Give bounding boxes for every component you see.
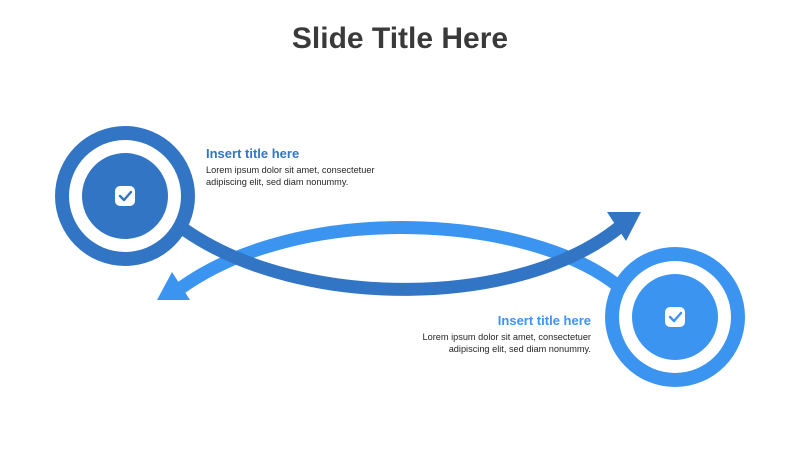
left-arrowhead <box>157 272 190 300</box>
checkbox-icon <box>115 186 135 206</box>
step-1-body-line2: adipiscing elit, sed diam nonummy. <box>206 177 349 187</box>
step-1-body: Lorem ipsum dolor sit amet, consectetuer… <box>206 164 436 188</box>
right-node <box>605 247 745 387</box>
step-2-body-line1: Lorem ipsum dolor sit amet, consectetuer <box>422 332 591 342</box>
slide-title: Slide Title Here <box>291 22 509 55</box>
step-2-title: Insert title here <box>497 313 591 328</box>
step-2-body-line2: adipiscing elit, sed diam nonummy. <box>448 344 591 354</box>
step-1-text: Insert title here Lorem ipsum dolor sit … <box>206 146 436 188</box>
checkbox-icon <box>665 307 685 327</box>
step-2-text: Insert title here Lorem ipsum dolor sit … <box>362 313 591 355</box>
step-2-body: Lorem ipsum dolor sit amet, consectetuer… <box>362 331 591 355</box>
step-1-body-line1: Lorem ipsum dolor sit amet, consectetuer <box>206 165 375 175</box>
dark-blue-arc-arrow <box>181 220 627 296</box>
left-node <box>55 126 195 266</box>
right-arrowhead <box>607 212 641 241</box>
step-1-title: Insert title here <box>206 146 300 161</box>
